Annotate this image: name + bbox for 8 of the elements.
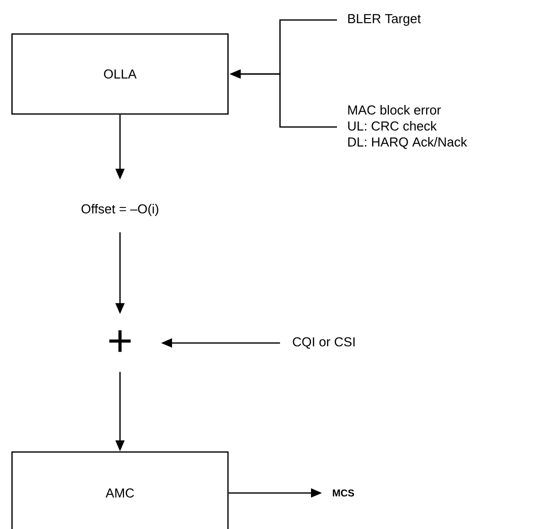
signal-label: MAC block error UL: CRC check DL: HARQ Ack/Nack — [348, 105, 468, 149]
signal-label: BLER Target — [348, 14, 421, 26]
process-box: OLLA — [11, 33, 229, 115]
process-box: AMC — [11, 451, 229, 529]
signal-label: CQI or CSI — [292, 337, 355, 349]
signal-label: Offset = –O(i) — [82, 204, 158, 216]
output-label: MCS — [332, 489, 354, 497]
summing-symbol: + — [109, 330, 131, 352]
